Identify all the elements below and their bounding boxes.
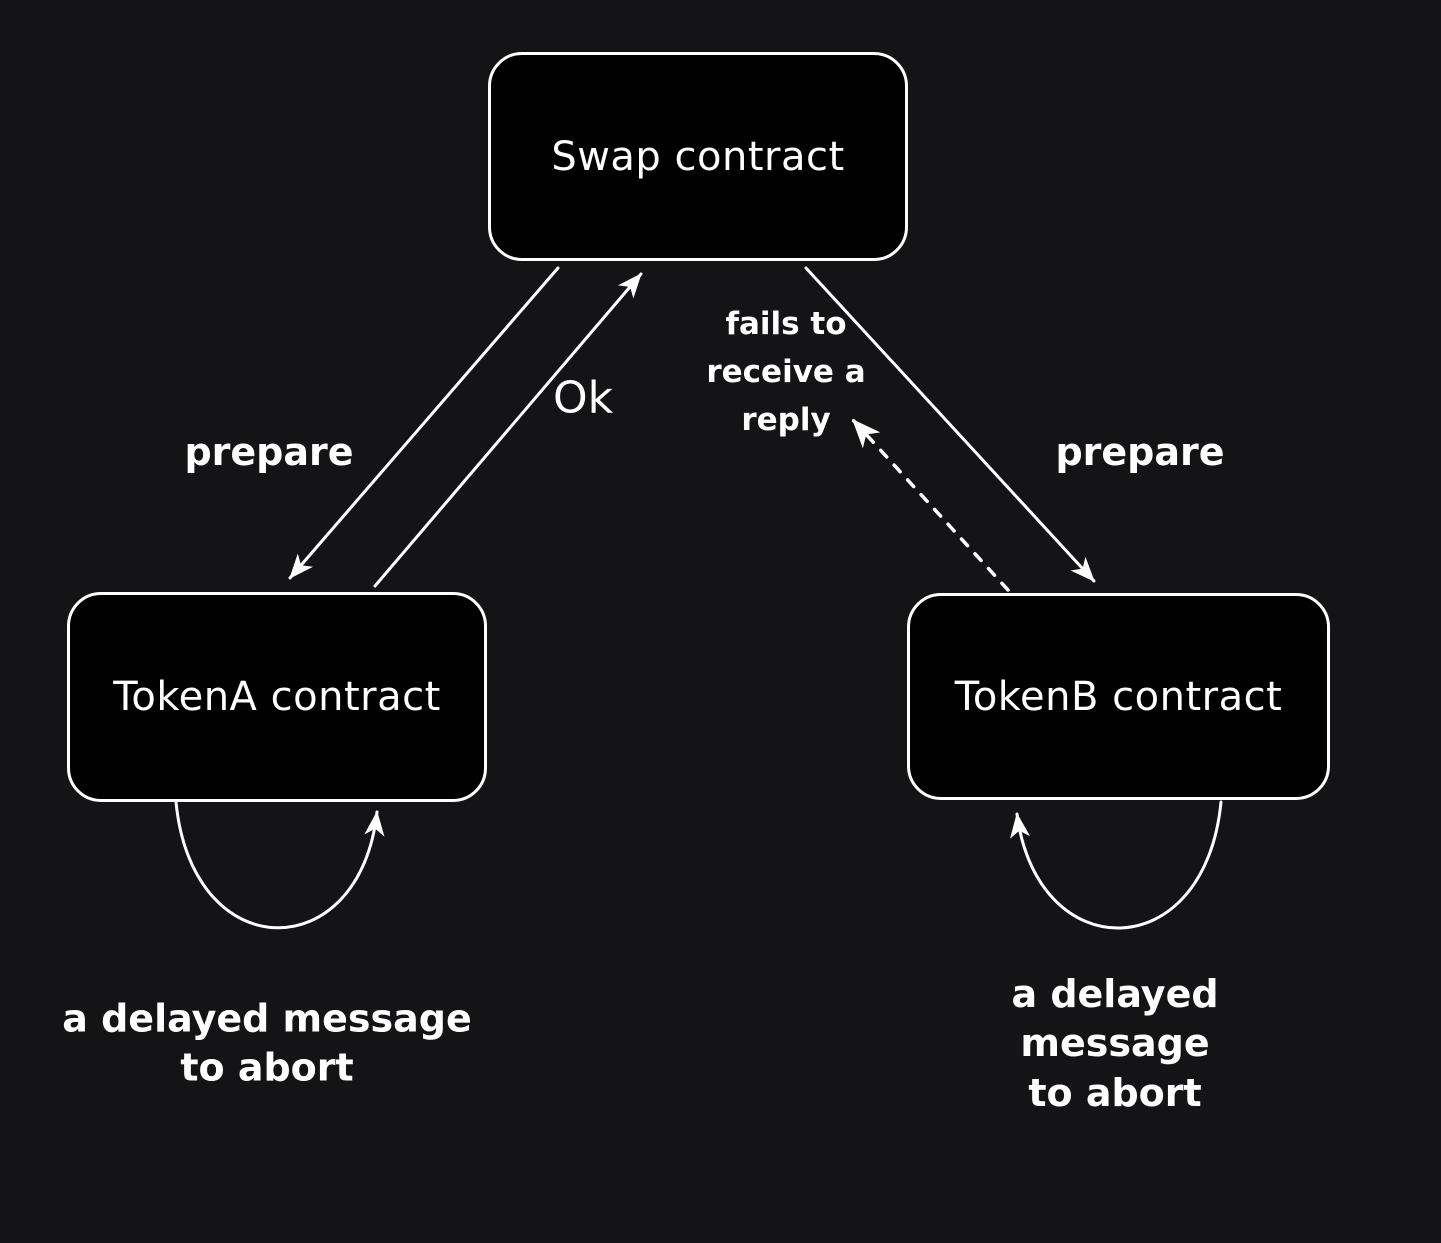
node-tokena-contract-label: TokenA contract	[113, 674, 441, 720]
self-loop-tokena[interactable]	[174, 800, 385, 930]
edge-label-fails-to-receive-reply[interactable]: fails to receive a reply	[706, 305, 866, 439]
arrow-ok-tokena-to-swap[interactable]	[373, 272, 643, 588]
node-swap-contract-label: Swap contract	[551, 133, 845, 180]
edge-label-ok[interactable]: Ok	[552, 372, 614, 424]
node-tokenb-contract[interactable]: TokenB contract	[907, 593, 1330, 800]
edge-label-delayed-abort-left[interactable]: a delayed message to abort	[62, 996, 472, 1090]
arrow-dashed-fails-reply[interactable]	[851, 418, 1010, 592]
edge-label-prepare-left[interactable]: prepare	[184, 430, 354, 474]
node-swap-contract[interactable]: Swap contract	[488, 52, 908, 261]
node-tokena-contract[interactable]: TokenA contract	[67, 592, 487, 802]
edge-label-prepare-right[interactable]: prepare	[1055, 430, 1225, 474]
node-tokenb-contract-label: TokenB contract	[954, 673, 1283, 720]
arrow-prepare-swap-to-tokenb[interactable]	[804, 266, 1096, 583]
self-loop-tokenb[interactable]	[1010, 800, 1223, 930]
arrow-prepare-swap-to-tokena[interactable]	[288, 266, 560, 580]
edge-label-delayed-abort-right[interactable]: a delayed message to abort	[1011, 971, 1219, 1115]
